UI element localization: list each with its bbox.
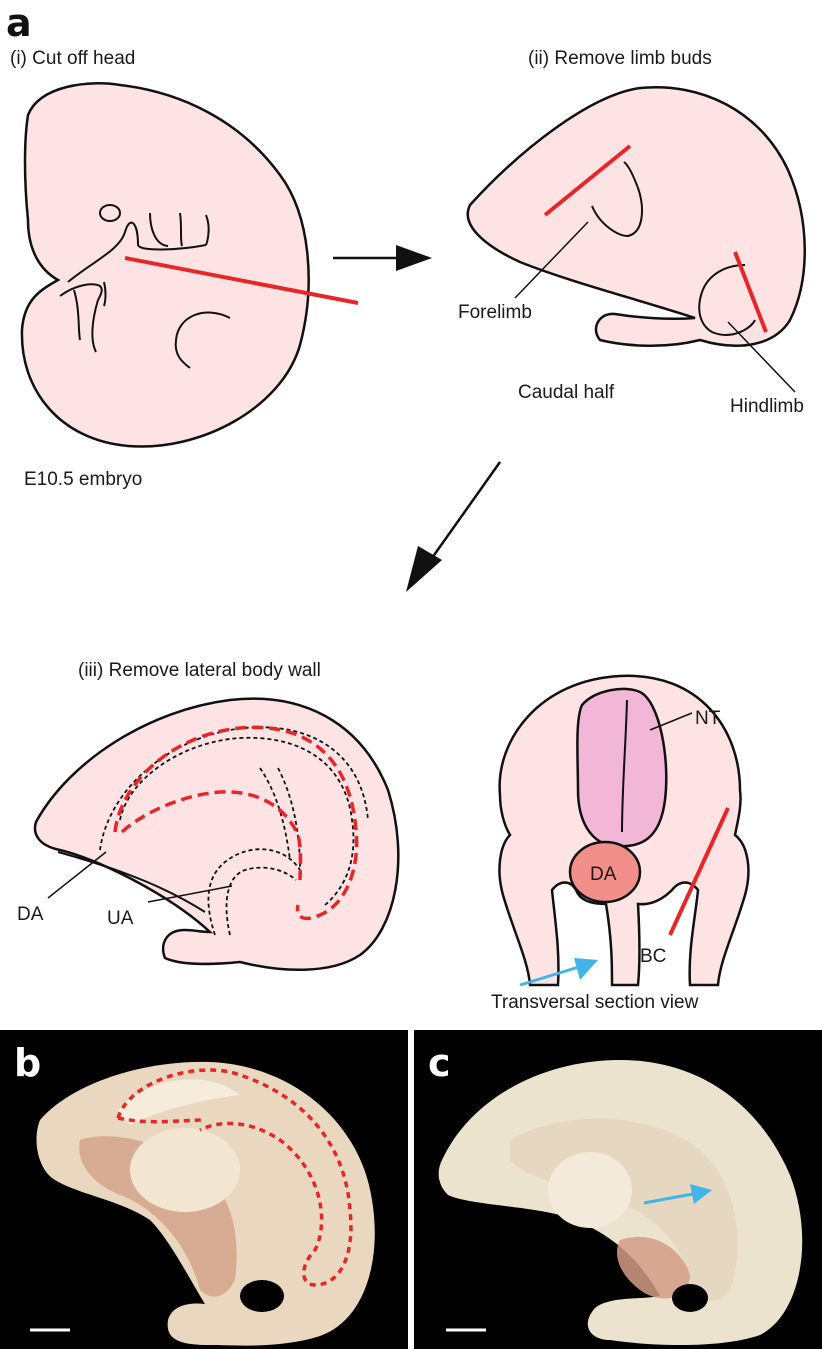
panel-c-letter: c (428, 1041, 451, 1085)
panel-b-photo (0, 1030, 408, 1349)
forelimb-label: Forelimb (458, 302, 532, 323)
body-wall-drawing (35, 699, 398, 970)
panel-c-photo (414, 1030, 822, 1349)
section-view-label: Transversal section view (491, 992, 699, 1013)
caudal-half-drawing (468, 87, 805, 392)
step1-title: (i) Cut off head (10, 48, 135, 69)
e105-embryo-drawing (22, 83, 358, 446)
caudal-half-label: Caudal half (518, 382, 615, 403)
hindlimb-label: Hindlimb (730, 396, 804, 417)
panel-a-letter: a (6, 1, 32, 45)
nt-label: NT (695, 708, 721, 729)
bc-label: BC (640, 946, 666, 967)
panel-b-letter: b (14, 1041, 41, 1085)
da-label-section: DA (590, 864, 617, 885)
step-arrow-down (406, 462, 500, 592)
da-label-side: DA (17, 904, 44, 925)
step3-title: (iii) Remove lateral body wall (78, 660, 321, 681)
step2-title: (ii) Remove limb buds (528, 48, 712, 69)
ua-label: UA (107, 908, 134, 929)
embryo-label: E10.5 embryo (24, 469, 142, 490)
step-arrow-right (333, 245, 432, 271)
